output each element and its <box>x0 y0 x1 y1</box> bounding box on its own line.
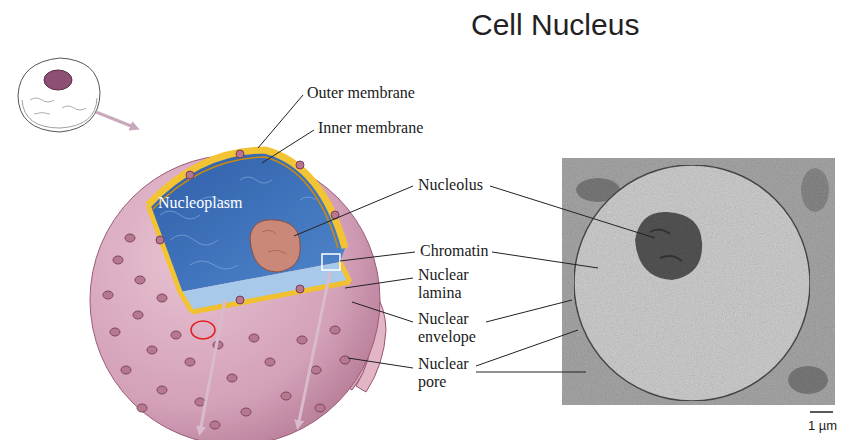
part-label: Inner membrane <box>318 119 423 137</box>
part-label: Nucleoplasm <box>158 194 242 212</box>
scale-bar <box>810 411 833 413</box>
zoom-arrows <box>200 272 330 432</box>
electron-micrograph <box>562 158 835 405</box>
part-label: 1 µm <box>808 417 837 435</box>
cutaway <box>148 150 350 312</box>
part-label: Outer membrane <box>307 84 415 102</box>
part-label: Nucleolus <box>418 176 483 194</box>
cell-thumbnail <box>18 58 136 132</box>
leader-lines <box>258 95 655 372</box>
nuclear-surface <box>90 155 380 440</box>
part-label: Nuclear pore <box>418 355 480 391</box>
title: Cell Nucleus <box>471 8 639 42</box>
surface-pores <box>103 234 350 429</box>
highlight-circle <box>191 321 215 339</box>
part-label: Nuclear lamina <box>418 266 490 302</box>
part-label: Chromatin <box>420 242 488 260</box>
part-label: Nuclear envelope <box>418 310 498 346</box>
